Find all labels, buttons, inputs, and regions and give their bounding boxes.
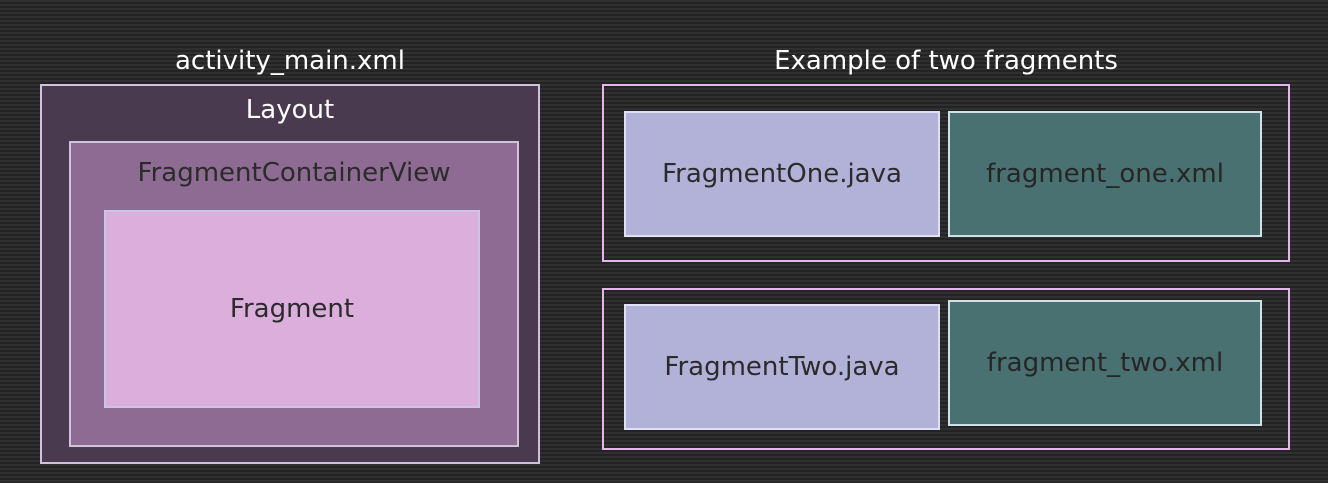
fragment-two-java-label: FragmentTwo.java bbox=[664, 352, 900, 382]
activity-main-heading: activity_main.xml bbox=[174, 46, 405, 76]
layout-label: Layout bbox=[245, 95, 335, 125]
fragment-two-xml-label: fragment_two.xml bbox=[986, 348, 1224, 378]
fragment-two-group: FragmentTwo.java fragment_two.xml bbox=[602, 288, 1290, 450]
fragment-label: Fragment bbox=[229, 294, 355, 324]
fragment-two-java-box: FragmentTwo.java bbox=[624, 304, 940, 430]
fragment-one-java-box: FragmentOne.java bbox=[624, 111, 940, 237]
fragment-one-xml-label: fragment_one.xml bbox=[986, 159, 1224, 189]
fragment-one-group: FragmentOne.java fragment_one.xml bbox=[602, 84, 1290, 262]
fragment-one-java-label: FragmentOne.java bbox=[662, 159, 902, 189]
fragment-container-view-box: FragmentContainerView Fragment bbox=[69, 141, 519, 447]
example-heading: Example of two fragments bbox=[774, 46, 1118, 76]
layout-box: Layout FragmentContainerView Fragment bbox=[40, 84, 540, 464]
fragment-one-xml-box: fragment_one.xml bbox=[948, 111, 1262, 237]
fragment-container-view-label: FragmentContainerView bbox=[137, 158, 451, 188]
fragment-two-xml-box: fragment_two.xml bbox=[948, 300, 1262, 426]
fragment-box: Fragment bbox=[104, 210, 480, 408]
